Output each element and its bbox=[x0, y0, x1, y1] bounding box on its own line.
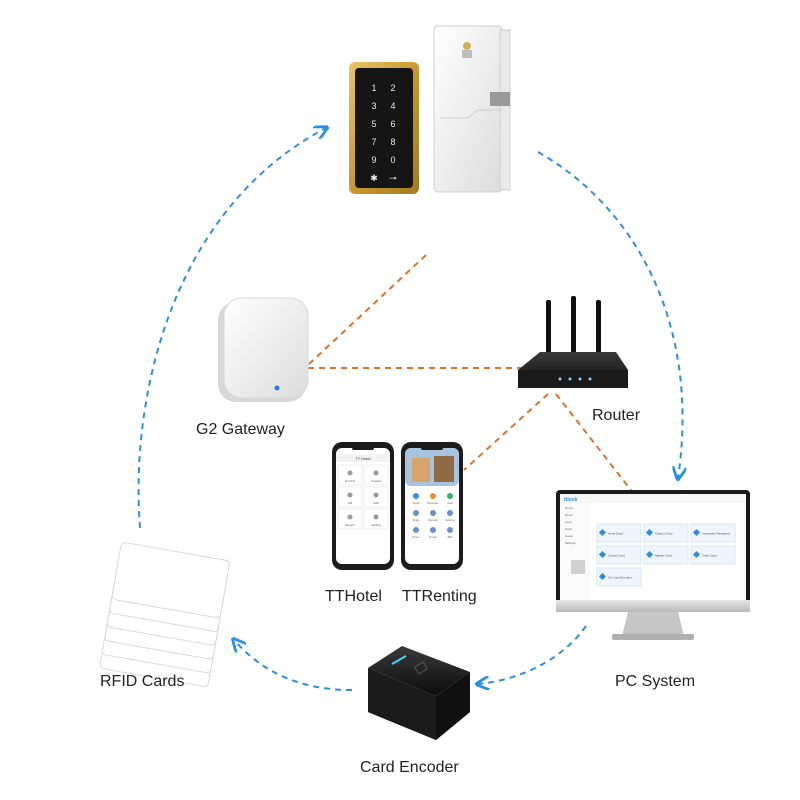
pc-tile-label: Cancel Card bbox=[608, 554, 625, 558]
pc-sidebar-item: Room bbox=[565, 513, 574, 517]
svg-text:✱: ✱ bbox=[370, 173, 378, 183]
svg-text:⊸: ⊸ bbox=[389, 173, 397, 183]
label-router: Router bbox=[592, 407, 641, 424]
svg-text:3: 3 bbox=[371, 101, 376, 111]
arrow-pc-to-encoder bbox=[478, 625, 587, 684]
label-pc-system: PC System bbox=[615, 673, 695, 690]
link-lock-gateway bbox=[307, 254, 427, 366]
ttrenting-tile: Records bbox=[428, 510, 439, 522]
pc-tile: Set Card Encoder bbox=[596, 567, 642, 587]
tthotel-tile-label: E-Card bbox=[345, 479, 355, 483]
ttrenting-tile: Tenant bbox=[429, 527, 437, 539]
tthotel-tile-label: Recent bbox=[345, 523, 355, 527]
pc-sidebar-item: Home bbox=[565, 506, 573, 510]
tthotel-tile: Recent bbox=[337, 508, 363, 530]
ttrenting-tile-label: Share bbox=[413, 518, 420, 522]
label-card-encoder: Card Encoder bbox=[360, 759, 459, 776]
tthotel-tile-label: Setting bbox=[371, 523, 381, 527]
tthotel-tile-label: Copied bbox=[371, 479, 381, 483]
tthotel-tile: Setting bbox=[363, 508, 389, 530]
label-g2-gateway: G2 Gateway bbox=[196, 421, 285, 438]
pc-tile-label: Master Card bbox=[655, 554, 672, 558]
ttrenting-tile: Share bbox=[413, 510, 420, 522]
ttrenting-tile: Bills bbox=[447, 527, 453, 539]
pc-sidebar-item: Lock bbox=[565, 520, 572, 524]
svg-text:8: 8 bbox=[390, 137, 395, 147]
arrow-encoder-to-rfid bbox=[234, 640, 353, 691]
arrow-lock-to-pc bbox=[537, 151, 683, 478]
ttrenting-tile: Card bbox=[447, 493, 453, 505]
ttrenting-tile-label: Room bbox=[413, 535, 420, 539]
ttrenting-tile: Passcode bbox=[427, 493, 439, 505]
tthotel-tile-label: Add bbox=[373, 501, 379, 505]
tthotel-tile: Add bbox=[363, 486, 389, 508]
ttrenting-tile-label: Settings bbox=[445, 518, 455, 522]
pc-sidebar-item: Card bbox=[565, 527, 572, 531]
svg-text:5: 5 bbox=[371, 119, 376, 129]
pc-tile-label: Clear Card bbox=[702, 554, 717, 558]
ttrenting-tile: Settings bbox=[445, 510, 455, 522]
blue-cycle-arrows bbox=[137, 128, 683, 691]
orange-network-lines bbox=[307, 254, 635, 495]
g2-gateway-device bbox=[218, 297, 309, 402]
label-ttrenting: TTRenting bbox=[402, 588, 477, 605]
tthotel-tile: E-Card bbox=[337, 464, 363, 486]
pc-sidebar-item: Guest bbox=[565, 534, 573, 538]
tthotel-tile: QR bbox=[337, 486, 363, 508]
ttrenting-tile: Unlock bbox=[412, 493, 421, 505]
svg-text:0: 0 bbox=[390, 155, 395, 165]
svg-text:9: 9 bbox=[371, 155, 376, 165]
pc-tile-label: Issue Card bbox=[608, 532, 623, 536]
pc-tile-label: Instruction Password bbox=[702, 532, 730, 536]
pc-tile: Master Card bbox=[643, 545, 689, 565]
label-rfid-cards: RFID Cards bbox=[100, 673, 184, 690]
ttrenting-tile-label: Bills bbox=[448, 535, 453, 539]
smart-lock: 1 2 3 4 5 6 7 8 9 0 ✱ ⊸ bbox=[349, 25, 511, 194]
svg-text:2: 2 bbox=[390, 83, 395, 93]
pc-tile: Instruction Password bbox=[690, 523, 736, 543]
rfid-cards-stack bbox=[99, 542, 230, 687]
link-router-phones bbox=[463, 393, 549, 471]
pc-sidebar-item: Settings bbox=[565, 541, 576, 545]
pc-tile: Check in Key bbox=[643, 523, 689, 543]
pc-screen-brand: ttlock bbox=[564, 497, 578, 503]
diagram-labels: G2 Gateway Router TTHotel TTRenting PC S… bbox=[100, 407, 695, 776]
ttrenting-tile-label: Passcode bbox=[427, 501, 439, 505]
pc-tile-label: Check in Key bbox=[655, 532, 673, 536]
ttrenting-tile-label: Card bbox=[447, 501, 453, 505]
svg-text:7: 7 bbox=[371, 137, 376, 147]
arrow-rfid-to-lock bbox=[137, 128, 326, 529]
pc-tile: Issue Card bbox=[596, 523, 642, 543]
tthotel-screen-header: TT Hotel bbox=[355, 456, 370, 461]
pc-tiles: Issue Card Check in Key Instruction Passwo… bbox=[596, 523, 736, 587]
pc-tile: Cancel Card bbox=[596, 545, 642, 565]
ttrenting-tile-label: Records bbox=[428, 518, 438, 522]
keypad-digits: 1 2 3 4 5 6 7 8 9 0 ✱ ⊸ bbox=[370, 83, 397, 183]
svg-text:1: 1 bbox=[371, 83, 376, 93]
ttrenting-tile: Room bbox=[413, 527, 420, 539]
ttrenting-tile-label: Tenant bbox=[429, 535, 437, 539]
pc-tile: Clear Card bbox=[690, 545, 736, 565]
svg-text:4: 4 bbox=[390, 101, 395, 111]
card-encoder-device bbox=[368, 646, 470, 740]
svg-text:6: 6 bbox=[390, 119, 395, 129]
label-tthotel: TTHotel bbox=[325, 588, 382, 605]
ttrenting-tile-label: Unlock bbox=[412, 501, 421, 505]
router-device bbox=[518, 296, 628, 388]
tthotel-tile: Copied bbox=[363, 464, 389, 486]
tthotel-tile-label: QR bbox=[348, 501, 353, 505]
pc-tile-label: Set Card Encoder bbox=[608, 576, 632, 580]
